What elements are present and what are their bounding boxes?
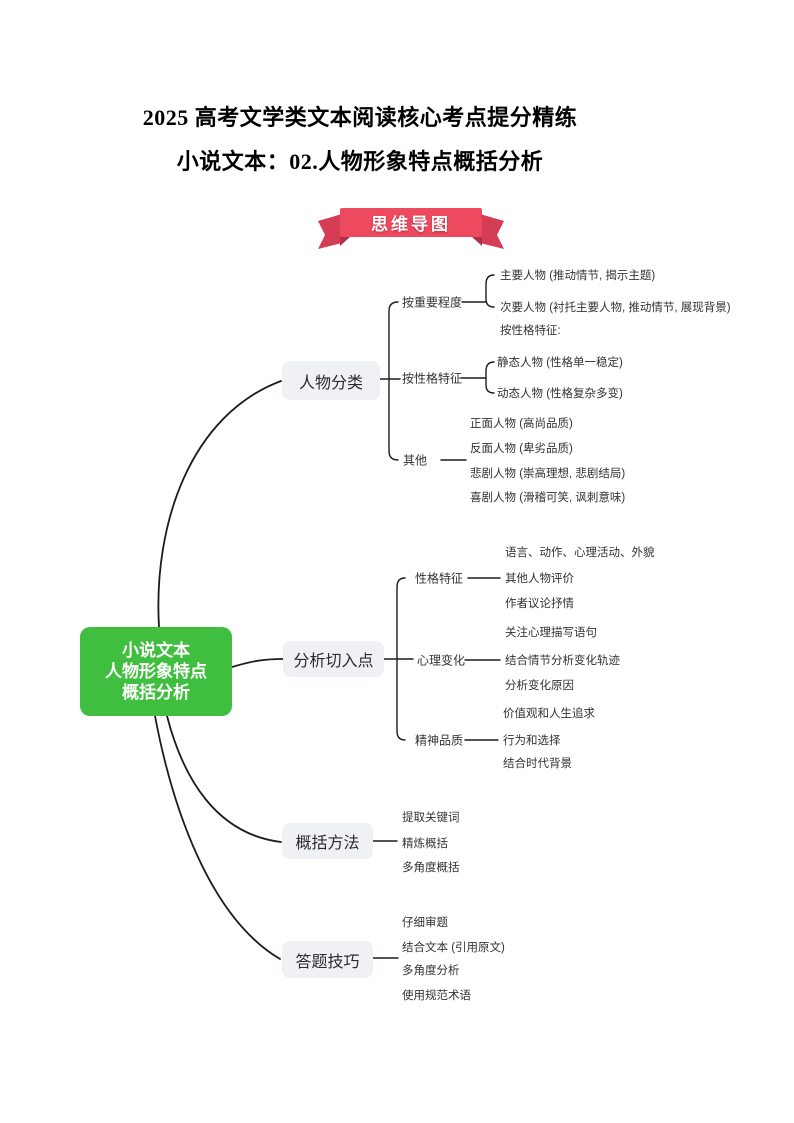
- ribbon-icon: [318, 208, 504, 249]
- root-node-line2: 人物形象特点: [105, 662, 207, 681]
- root-node-line1: 小说文本: [122, 641, 190, 660]
- page-title: 2025 高考文学类文本阅读核心考点提分精练: [142, 105, 578, 130]
- root-node-line3: 概括分析: [122, 683, 190, 702]
- sub-node-by-personality: 按性格特征: [402, 371, 463, 386]
- ribbon-right-tail: [480, 214, 504, 249]
- ribbon-left-fold: [340, 237, 350, 246]
- sub-node-by-importance: 按重要程度: [402, 295, 463, 310]
- leaf-combine-text: 结合文本 (引用原文): [402, 942, 505, 954]
- leaf-multi-angle-summary: 多角度概括: [402, 862, 460, 874]
- leaf-multi-angle-analysis: 多角度分析: [402, 965, 460, 977]
- leaf-dynamic-character: 动态人物 (性格复杂多变): [497, 388, 623, 400]
- leaf-comic-character: 喜剧人物 (滑稽可笑, 讽刺意味): [470, 492, 626, 504]
- leaf-psych-description-sentences: 关注心理描写语句: [505, 627, 597, 639]
- connector-root-branch4: [154, 715, 281, 960]
- bracket-personality: [485, 361, 495, 394]
- leaf-static-character: 静态人物 (性格单一稳定): [497, 357, 623, 369]
- leaf-behavior-choices: 行为和选择: [503, 735, 561, 747]
- leaf-secondary-character: 次要人物 (衬托主要人物, 推动情节, 展现背景): [500, 302, 731, 314]
- leaf-era-background: 结合时代背景: [503, 758, 572, 770]
- branch-analysis-entry-points: 分析切入点: [283, 641, 384, 677]
- leaf-plot-change-trajectory: 结合情节分析变化轨迹: [505, 655, 620, 667]
- leaf-change-reasons: 分析变化原因: [505, 680, 574, 692]
- connector-root-branch1: [157, 380, 282, 628]
- leaf-positive-character: 正面人物 (高尚品质): [470, 418, 573, 430]
- ribbon-right-fold: [472, 237, 482, 246]
- leaf-main-character: 主要人物 (推动情节, 揭示主题): [500, 270, 656, 282]
- branch-character-classification: 人物分类: [282, 361, 380, 400]
- connector-root-branch2: [231, 658, 284, 668]
- sub-node-spiritual-quality: 精神品质: [415, 733, 464, 748]
- page-subtitle: 小说文本：02.人物形象特点概括分析: [176, 149, 544, 174]
- sub-node-personality-traits: 性格特征: [415, 571, 464, 586]
- leaf-read-question-carefully: 仔细审题: [402, 917, 448, 929]
- connector-root-branch3: [166, 715, 282, 843]
- branch-summary-methods: 概括方法: [282, 823, 373, 859]
- leaf-extract-keywords: 提取关键词: [402, 812, 460, 824]
- ribbon-band: [340, 208, 482, 237]
- bracket-importance: [485, 274, 495, 308]
- branch-answer-techniques: 答题技巧: [282, 941, 373, 978]
- leaf-other-characters-evaluation: 其他人物评价: [505, 573, 574, 585]
- leaf-author-commentary: 作者议论抒情: [505, 598, 574, 610]
- leaf-language-action-psych-appearance: 语言、动作、心理活动、外貌: [505, 547, 655, 559]
- leaf-negative-character: 反面人物 (卑劣品质): [470, 443, 573, 455]
- leaf-standard-terminology: 使用规范术语: [402, 990, 471, 1002]
- leaf-concise-summary: 精炼概括: [402, 838, 448, 850]
- sub-node-other: 其他: [403, 453, 428, 468]
- bracket-branch2: [396, 577, 406, 741]
- mindmap-banner: 思维导图: [318, 205, 504, 250]
- ribbon-left-tail: [318, 214, 342, 249]
- banner-label: 思维导图: [371, 215, 451, 234]
- leaf-tragic-character: 悲剧人物 (崇高理想, 悲剧结局): [470, 468, 626, 480]
- leaf-values-life-pursuit: 价值观和人生追求: [503, 708, 595, 720]
- sub-node-psychological-change: 心理变化: [417, 653, 466, 668]
- leaf-by-personality-note: 按性格特征:: [500, 325, 561, 337]
- root-node: 小说文本 人物形象特点 概括分析: [80, 627, 232, 716]
- bracket-branch1: [388, 301, 399, 461]
